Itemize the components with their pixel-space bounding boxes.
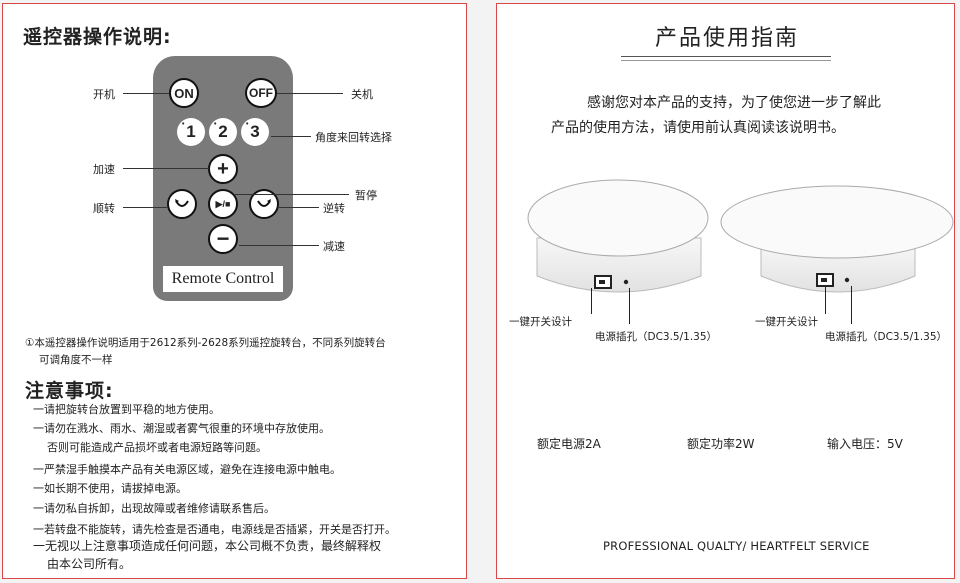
label-counter-clockwise: 逆转 [323, 202, 345, 215]
leader-line [629, 288, 630, 324]
leader-line [851, 286, 852, 324]
spec-rated-current: 额定电源2A [537, 437, 601, 451]
counter-clockwise-icon [257, 199, 271, 207]
turntable-closed-image [527, 179, 709, 293]
guide-title: 产品使用指南 [655, 26, 800, 51]
on-button: ON [169, 78, 199, 108]
note-item: 一严禁湿手触摸本产品有关电源区域，避免在连接电源中触电。 [33, 463, 341, 476]
angle-1-button: •1 [177, 118, 205, 146]
remote-guide-title: 遥控器操作说明: [23, 26, 172, 48]
switch-label: 一键开关设计 [755, 316, 818, 328]
leader-line [123, 93, 169, 94]
label-speed-down: 减速 [323, 240, 345, 253]
remote-control-label: Remote Control [163, 266, 283, 292]
title-underline [621, 60, 831, 61]
footnote-line-2: 可调角度不一样 [39, 354, 113, 366]
power-port-icon [844, 277, 850, 283]
leader-line [279, 207, 319, 208]
off-button: OFF [245, 78, 277, 108]
label-pause: 暂停 [355, 189, 377, 202]
label-power-off: 关机 [351, 88, 373, 101]
label-angle-select: 角度来回转选择 [315, 131, 392, 144]
leader-line [271, 136, 311, 137]
note-item: 一请勿私自拆卸，出现故障或者维修请联系售后。 [33, 502, 275, 515]
note-item: 由本公司所有。 [47, 557, 132, 571]
title-underline [621, 56, 831, 57]
label-power-on: 开机 [93, 88, 115, 101]
leader-line [123, 207, 167, 208]
left-panel: 遥控器操作说明: ON OFF •1 •2 •3 + ▶/■ − Remote … [2, 3, 467, 579]
leader-line [235, 194, 349, 195]
power-port-icon [623, 279, 629, 285]
turntable-open-image [720, 185, 954, 293]
label-speed-up: 加速 [93, 163, 115, 176]
play-pause-button: ▶/■ [208, 189, 238, 219]
intro-line-2: 产品的使用方法，请使用前认真阅读该说明书。 [551, 120, 845, 136]
port-label: 电源插孔（DC3.5/1.35） [595, 331, 718, 343]
note-item: 否则可能造成产品损坏或者电源短路等问题。 [47, 441, 267, 454]
footer-slogan: PROFESSIONAL QUALTY/ HEARTFELT SERVICE [603, 539, 870, 553]
leader-line [277, 93, 343, 94]
notes-title: 注意事项: [25, 380, 114, 402]
clockwise-button [167, 189, 197, 219]
note-item: 一若转盘不能旋转，请先检查是否通电，电源线是否插紧，开关是否打开。 [33, 523, 396, 536]
note-item: 一如长期不使用，请拔掉电源。 [33, 482, 187, 495]
note-item: 一请把旋转台放置到平稳的地方使用。 [33, 403, 220, 416]
port-label: 电源插孔（DC3.5/1.35） [825, 331, 948, 343]
angle-3-button: •3 [241, 118, 269, 146]
remote-control-image: ON OFF •1 •2 •3 + ▶/■ − Remote Control [153, 56, 293, 301]
speed-up-button: + [208, 154, 238, 184]
leader-line [239, 245, 319, 246]
spec-input-voltage: 输入电压：5V [827, 437, 903, 451]
footnote-line-1: ①本遥控器操作说明适用于2612系列-2628系列遥控旋转台，不同系列旋转台 [25, 337, 386, 349]
label-clockwise: 顺转 [93, 202, 115, 215]
note-item: 一无视以上注意事项造成任何问题，本公司概不负责，最终解释权 [33, 539, 382, 553]
right-panel: 产品使用指南 感谢您对本产品的支持，为了使您进一步了解此 产品的使用方法，请使用… [496, 3, 955, 579]
leader-line [591, 288, 592, 314]
note-item: 一请勿在溅水、雨水、潮湿或者雾气很重的环境中存放使用。 [33, 422, 330, 435]
clockwise-icon [175, 199, 189, 207]
switch-label: 一键开关设计 [509, 316, 572, 328]
spec-rated-power: 额定功率2W [687, 437, 755, 451]
speed-down-button: − [208, 224, 238, 254]
leader-line [123, 168, 209, 169]
intro-line-1: 感谢您对本产品的支持，为了使您进一步了解此 [587, 95, 881, 111]
leader-line [825, 286, 826, 314]
angle-2-button: •2 [209, 118, 237, 146]
